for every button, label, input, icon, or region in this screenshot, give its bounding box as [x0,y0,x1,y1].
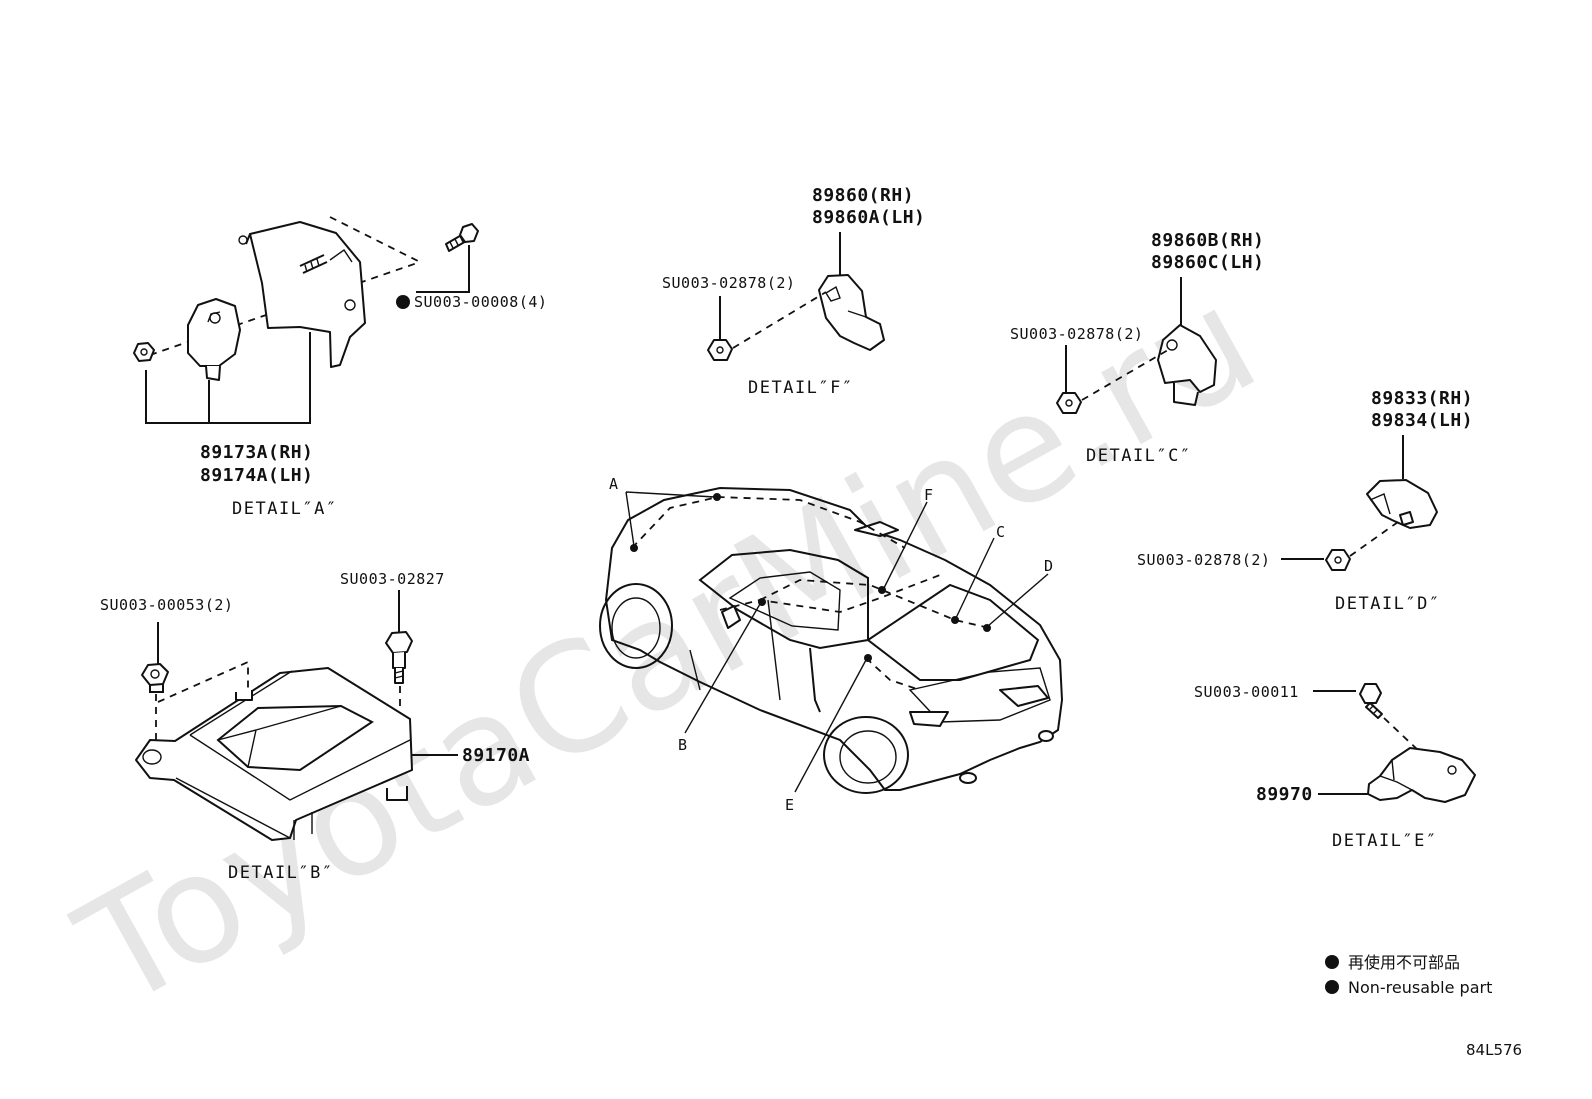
bolt-label-b: SU003-02827 [340,570,445,588]
nut-label-d: SU003-02878(2) [1137,551,1270,569]
location-label-c: C [996,523,1005,541]
detail-c: 89860B(RH) 89860C(LH) SU003-02878(2) DET… [1010,230,1264,466]
location-label-a: A [609,475,618,493]
detail-title-f: DETAIL″F″ [748,378,854,398]
part-label-89860a: 89860A(LH) [812,207,925,228]
detail-title-d: DETAIL″D″ [1335,594,1441,614]
bolt-su003-02827[interactable] [385,631,413,684]
part-label-89173a: 89173A(RH) [200,442,313,463]
location-label-e: E [785,796,794,814]
part-label-89860: 89860(RH) [812,185,914,206]
sensor-89970[interactable] [1367,747,1476,803]
legend-text-jp: 再使用不可部品 [1348,953,1460,972]
detail-e: SU003-00011 89970 DETAIL″E″ [1194,683,1476,851]
location-dot-a2 [713,493,721,501]
part-label-89170a: 89170A [462,745,530,766]
fastener-label-a: SU003-00008(4) [414,293,547,311]
bolt-su003-00008[interactable] [445,223,479,252]
detail-b: SU003-00053(2) SU003-02827 89170A DETAIL… [100,570,530,883]
detail-d: 89833(RH) 89834(LH) SU003-02878(2) DETAI… [1137,388,1473,614]
nut-su003-02878-d[interactable] [1325,549,1351,571]
sensor-89833[interactable] [1366,479,1438,529]
part-label-89174a: 89174A(LH) [200,465,313,486]
location-label-f: F [924,486,933,504]
part-label-89860b: 89860B(RH) [1151,230,1264,251]
airbag-ecu-89170a[interactable] [135,667,413,841]
car-overview: A B C D E F [599,475,1064,814]
nut-su003-00053[interactable] [141,663,169,693]
location-label-b: B [678,736,687,754]
diagram-code: 84L576 [1466,1041,1522,1059]
sensor-89173a-bracket[interactable] [133,216,479,381]
location-dot-a1 [630,544,638,552]
sensor-89860[interactable] [818,274,885,351]
bolt-su003-00011[interactable] [1359,683,1383,719]
location-label-d: D [1044,557,1053,575]
detail-f: 89860(RH) 89860A(LH) SU003-02878(2) DETA… [662,185,925,398]
legend-dot-2 [1325,980,1339,994]
legend-dot-1 [1325,955,1339,969]
legend: 再使用不可部品 Non-reusable part [1325,953,1492,997]
detail-a: SU003-00008(4) 89173A(RH) 89174A(LH) DET… [133,216,547,519]
detail-title-a: DETAIL″A″ [232,499,338,519]
nut-su003-02878-c[interactable] [1056,392,1082,414]
nut-label-b: SU003-00053(2) [100,596,233,614]
nut-su003-02878-f[interactable] [707,339,733,361]
nut-label-c: SU003-02878(2) [1010,325,1143,343]
detail-title-e: DETAIL″E″ [1332,831,1438,851]
part-label-89833: 89833(RH) [1371,388,1473,409]
nut-label-f: SU003-02878(2) [662,274,795,292]
non-reusable-dot [396,295,410,309]
bolt-label-e: SU003-00011 [1194,683,1299,701]
sensor-89860b[interactable] [1157,324,1217,406]
legend-text-en: Non-reusable part [1348,978,1492,997]
location-dot-c [951,616,959,624]
part-label-89970: 89970 [1256,784,1313,805]
detail-title-c: DETAIL″C″ [1086,446,1192,466]
part-label-89834: 89834(LH) [1371,410,1473,431]
part-label-89860c: 89860C(LH) [1151,252,1264,273]
detail-title-b: DETAIL″B″ [228,863,334,883]
